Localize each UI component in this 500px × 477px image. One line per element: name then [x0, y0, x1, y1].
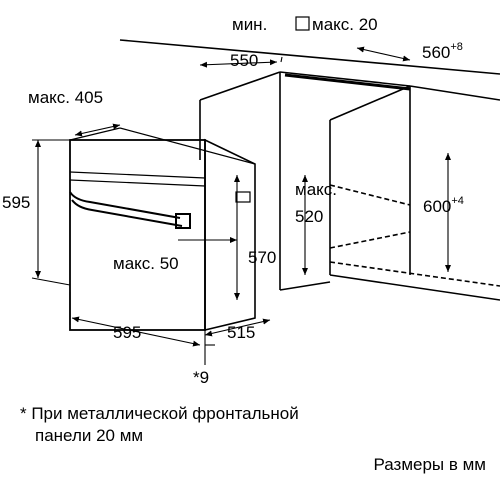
label-height-595: 595	[2, 193, 30, 212]
label-min-value: 550	[230, 51, 258, 70]
label-depth-9: *9	[193, 368, 209, 387]
checkbox-icon	[295, 16, 310, 31]
label-depth-515: 515	[227, 323, 255, 342]
dimension-lines	[31, 46, 451, 365]
label-width-560: 560+8	[422, 41, 463, 62]
label-max-50: макс. 50	[113, 254, 179, 273]
oven	[69, 127, 256, 332]
label-min: мин.	[232, 15, 267, 34]
units-note: Размеры в мм	[373, 455, 486, 474]
label-max-top: макс. 20	[312, 15, 378, 34]
footnote: * При металлической фронтальной панели 2…	[20, 403, 299, 447]
label-height-600: 600+4	[423, 195, 464, 216]
label-max-405: макс. 405	[28, 88, 103, 107]
label-max-520-line1: макс.	[295, 180, 337, 199]
label-height-570: 570	[248, 248, 276, 267]
footnote-line-2: панели 20 мм	[35, 426, 144, 445]
label-max-520-line2: 520	[295, 207, 323, 226]
cabinet-niche	[119, 39, 500, 301]
label-width-595: 595	[113, 323, 141, 342]
footnote-line-1: * При металлической фронтальной	[20, 404, 299, 423]
oven-handle	[69, 191, 191, 229]
